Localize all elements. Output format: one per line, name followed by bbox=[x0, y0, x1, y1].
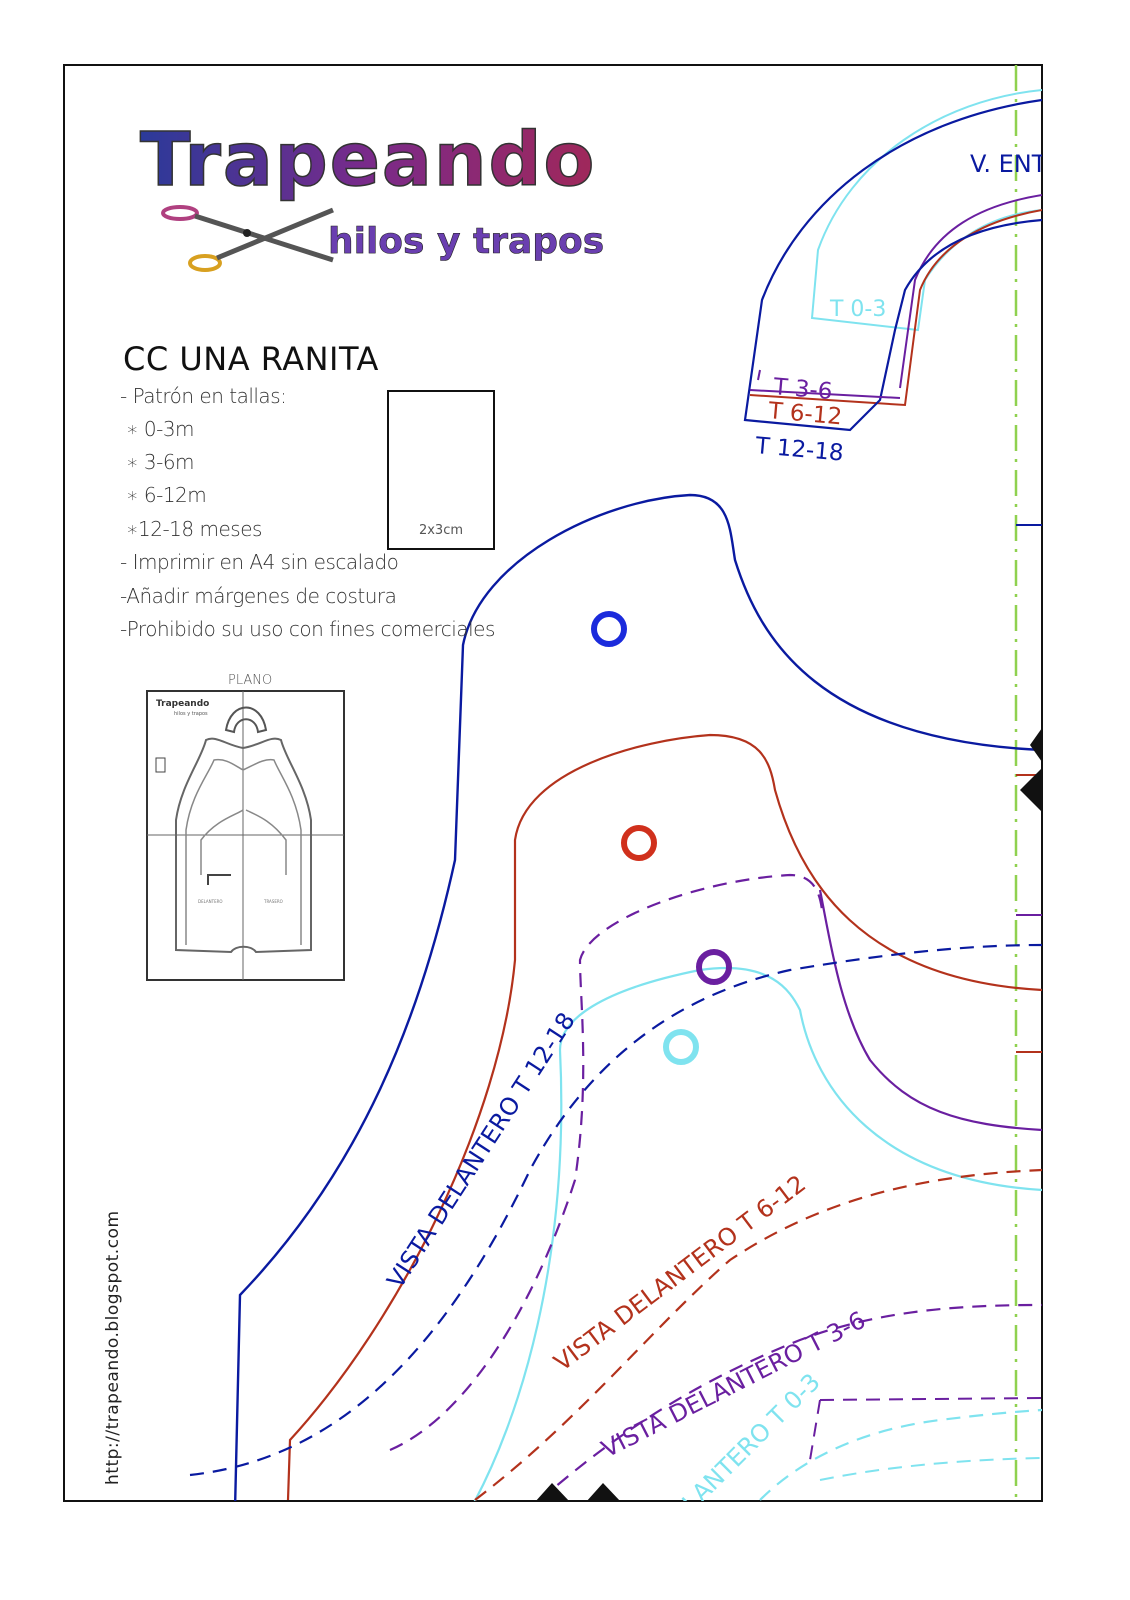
scale-check-box: 2x3cm bbox=[387, 390, 495, 550]
facing-3-6-top bbox=[389, 873, 824, 1452]
brand-logo: Trapeando hilos y trapos bbox=[139, 116, 604, 272]
scissors-icon bbox=[161, 205, 334, 272]
label-back-view: V. ENT bbox=[970, 150, 1047, 178]
plan-mini-label-front: DELANTERO bbox=[198, 899, 223, 904]
front-outline-12-18 bbox=[234, 493, 1042, 1501]
brand-name: Trapeando bbox=[140, 117, 596, 203]
button-marker-6-12 bbox=[621, 825, 657, 861]
notch-marker bbox=[586, 1483, 621, 1501]
note-seam-allowance: -Añadir márgenes de costura bbox=[120, 584, 397, 608]
note-size-12-18: ∗12-18 meses bbox=[126, 517, 262, 541]
button-marker-0-3 bbox=[663, 1029, 699, 1065]
label-strap-6-12: T 6-12 bbox=[766, 398, 843, 430]
label-front-6-12: VISTA DELANTERO T 6-12 bbox=[549, 1169, 811, 1376]
notch-marker bbox=[1020, 768, 1042, 812]
label-strap-0-3: T 0-3 bbox=[829, 297, 886, 322]
front-outline-6-12 bbox=[286, 733, 1042, 1501]
strap-outline-6-12 bbox=[749, 209, 1042, 407]
note-size-0-3: ∗ 0-3m bbox=[126, 417, 195, 441]
strap-outline-12-18 bbox=[743, 98, 1042, 432]
front-outline-0-3 bbox=[473, 967, 1042, 1501]
button-marker-3-6 bbox=[696, 949, 732, 985]
pocket-3-6 bbox=[809, 1397, 1042, 1461]
note-size-6-12: ∗ 6-12m bbox=[126, 483, 207, 507]
pattern-title: CC UNA RANITA bbox=[123, 340, 379, 378]
plan-mini-tagline: hilos y trapos bbox=[174, 711, 208, 717]
brand-tagline: hilos y trapos bbox=[328, 221, 604, 262]
facing-0-3 bbox=[759, 1408, 1042, 1501]
plan-mini-label-back: TRASERO bbox=[263, 899, 283, 904]
note-size-3-6: ∗ 3-6m bbox=[126, 450, 195, 474]
note-print: - Imprimir en A4 sin escalado bbox=[120, 550, 399, 574]
button-marker-12-18 bbox=[591, 611, 627, 647]
facing-3-6 bbox=[539, 1303, 1042, 1501]
plan-label: PLANO bbox=[228, 673, 273, 688]
strap-outline-0-3 bbox=[810, 89, 1042, 332]
front-outline-3-6 bbox=[818, 889, 1042, 1132]
plan-mini-brand: Trapeando bbox=[156, 699, 209, 709]
notch-marker bbox=[535, 1483, 570, 1501]
facing-6-12 bbox=[474, 1168, 1042, 1501]
note-sizes-heading: - Patrón en tallas: bbox=[120, 384, 287, 408]
scale-box-label: 2x3cm bbox=[418, 523, 464, 538]
strap-line-3-6 bbox=[749, 389, 901, 399]
facing-12-18 bbox=[189, 943, 1042, 1477]
plan-thumbnail: Trapeando hilos y trapos DELANTERO TRASE… bbox=[146, 690, 345, 981]
facing-0-3-b bbox=[819, 1457, 1042, 1481]
note-no-commercial: -Prohibido su uso con fines comerciales bbox=[120, 617, 495, 641]
strap-outline-3-6 bbox=[757, 194, 1042, 389]
label-strap-3-6: T 3-6 bbox=[771, 374, 833, 405]
label-strap-12-18: T 12-18 bbox=[753, 433, 844, 467]
website-url: http://trapeando.blogspot.com bbox=[103, 1210, 123, 1485]
notch-marker bbox=[1030, 728, 1042, 762]
